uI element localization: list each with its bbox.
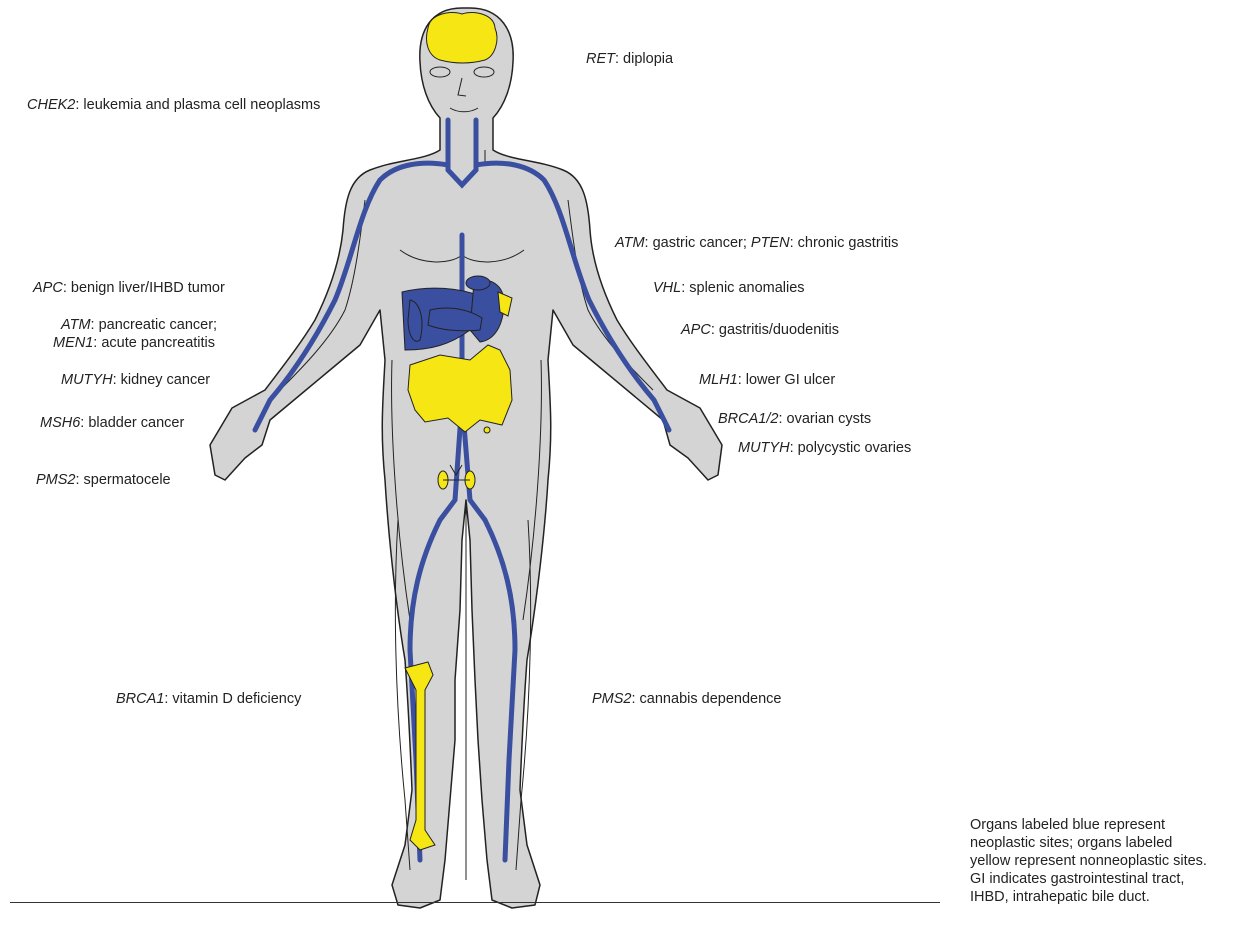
note-line: IHBD, intrahepatic bile duct. — [970, 888, 1255, 906]
label-chek2: CHEK2: leukemia and plasma cell neoplasm… — [27, 96, 320, 114]
label-pms2-cannabis: PMS2: cannabis dependence — [592, 690, 781, 708]
label-brca12: BRCA1/2: ovarian cysts — [718, 410, 871, 428]
label-pms2-spermatocele: PMS2: spermatocele — [36, 471, 171, 489]
label-men1: MEN1: acute pancreatitis — [53, 334, 215, 352]
note-line: neoplastic sites; organs labeled — [970, 834, 1255, 852]
label-mutyh-kidney: MUTYH: kidney cancer — [61, 371, 210, 389]
label-apc-gastritis: APC: gastritis/duodenitis — [681, 321, 839, 339]
label-mlh1: MLH1: lower GI ulcer — [699, 371, 835, 389]
spleen-blue — [466, 276, 490, 290]
bottom-rule — [10, 902, 940, 903]
label-brca1-vitd: BRCA1: vitamin D deficiency — [116, 690, 301, 708]
note-line: yellow represent nonneoplastic sites. — [970, 852, 1255, 870]
label-mutyh-ovaries: MUTYH: polycystic ovaries — [738, 439, 911, 457]
label-ret: RET: diplopia — [586, 50, 673, 68]
label-msh6: MSH6: bladder cancer — [40, 414, 184, 432]
note-line: GI indicates gastrointestinal tract, — [970, 870, 1255, 888]
label-apc-liver: APC: benign liver/IHBD tumor — [33, 279, 225, 297]
figure-note: Organs labeled blue represent neoplastic… — [970, 816, 1255, 906]
brain — [427, 13, 497, 63]
label-atm-gastric: ATM: gastric cancer; PTEN: chronic gastr… — [615, 234, 898, 252]
label-atm-pancreas: ATM: pancreatic cancer; — [61, 316, 217, 334]
note-line: Organs labeled blue represent — [970, 816, 1255, 834]
label-vhl: VHL: splenic anomalies — [653, 279, 805, 297]
